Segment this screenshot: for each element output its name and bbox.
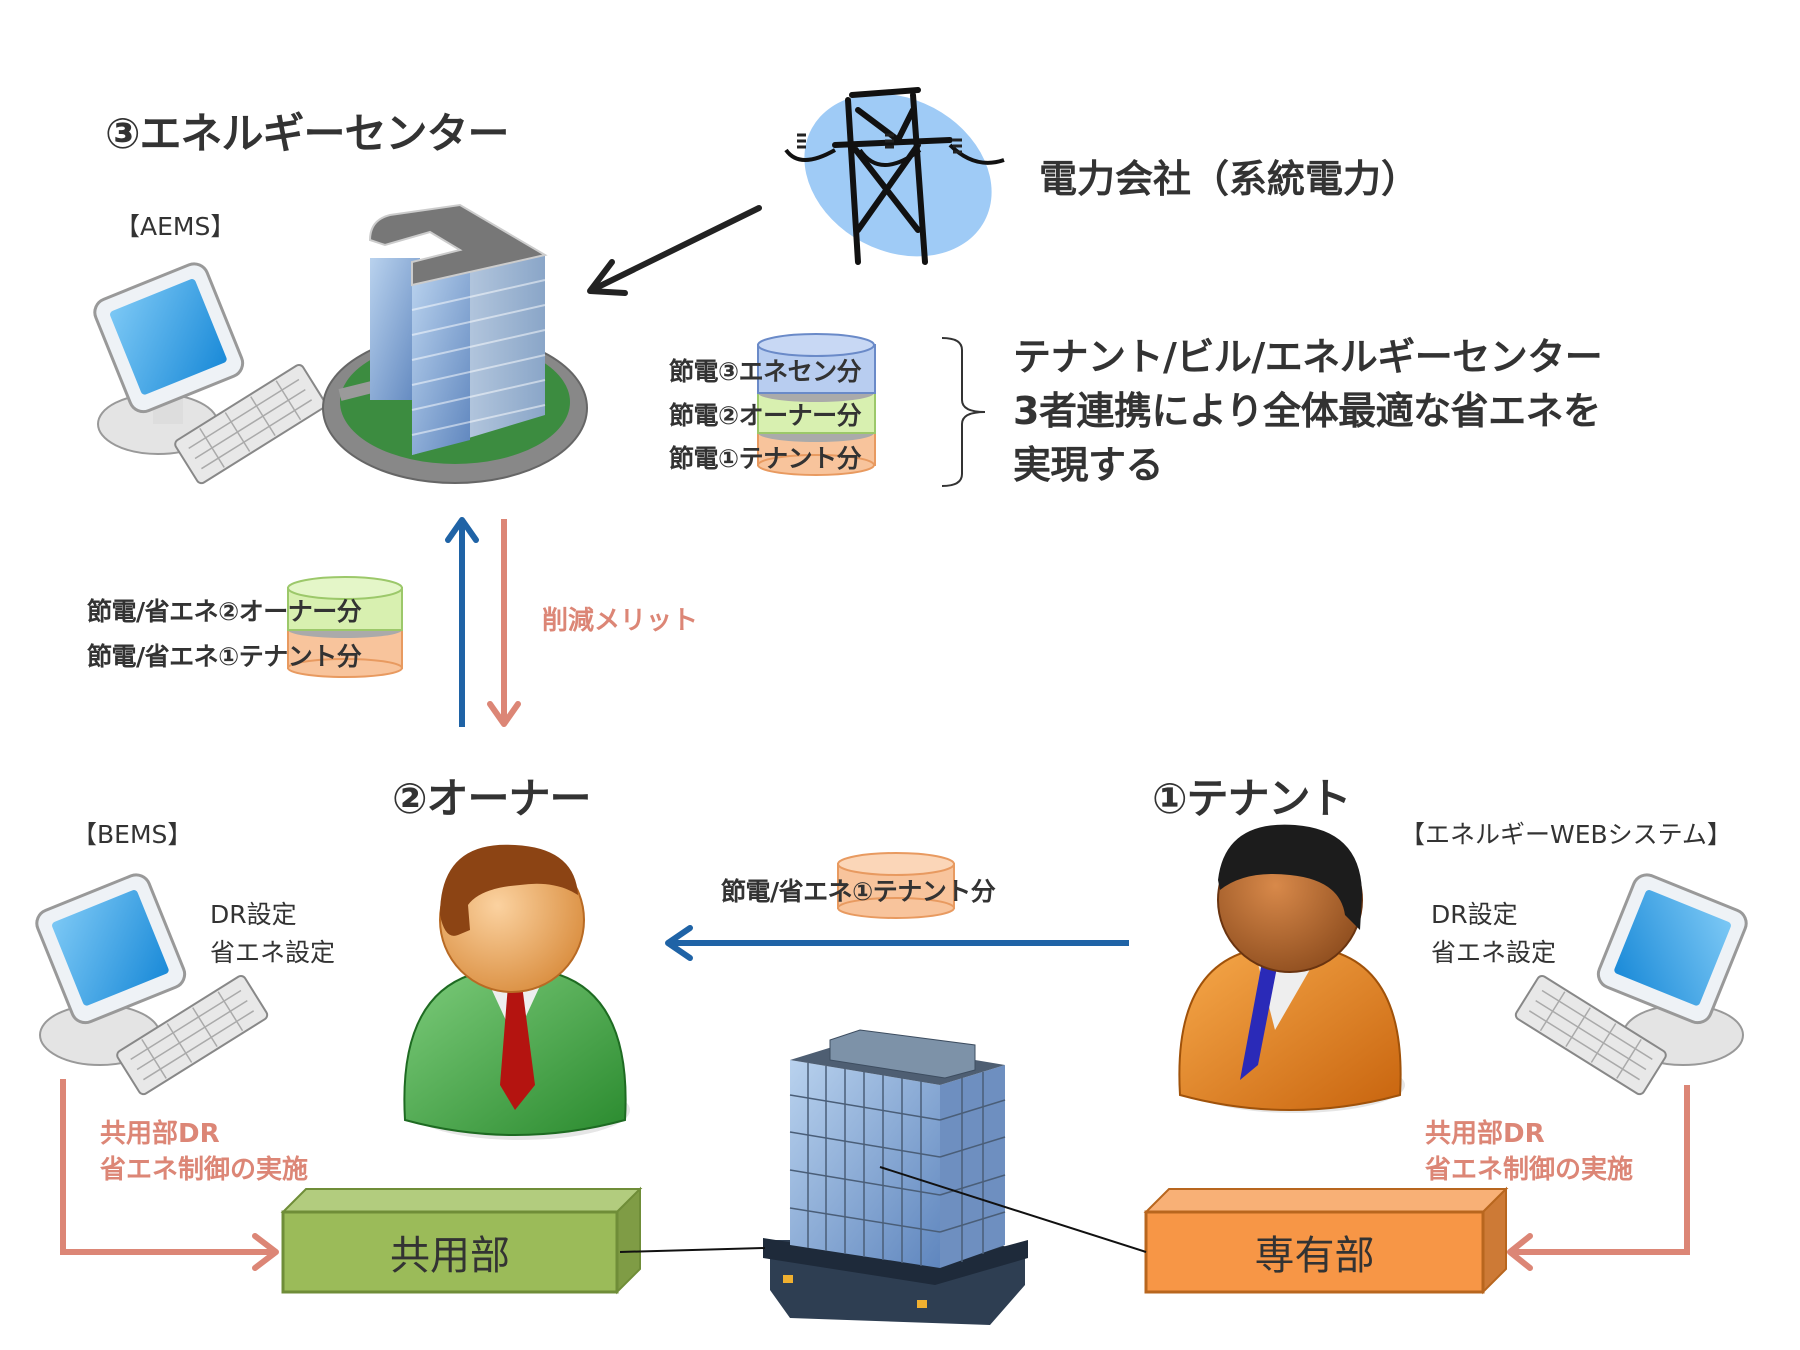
energy-center-building-icon: [322, 203, 588, 484]
summary-line: 実現する: [1013, 443, 1164, 487]
tenant-setting-dr: DR設定: [1431, 900, 1518, 929]
reduction-merit-arrow: [487, 519, 521, 727]
web-system-label: 【エネルギーWEBシステム】: [1400, 820, 1732, 849]
savings-stack-label: 節電②オーナー分: [669, 401, 862, 430]
tenant-building-icon: [763, 1029, 1028, 1325]
tenant-payload-label: 節電/省エネ①テナント分: [721, 877, 996, 906]
bems-computer-icon: [35, 873, 269, 1096]
tenant-person-icon: [1178, 824, 1405, 1113]
reduction-merit-label: 削減メリット: [542, 606, 699, 636]
savings-stack-cylinder: [757, 333, 876, 476]
private-area-label: 専有部: [1254, 1233, 1375, 1279]
common-area-box: [280, 1186, 643, 1295]
grid-supply-arrow: [587, 205, 762, 296]
summary-line: テナント/ビル/エネルギーセンター: [1013, 335, 1603, 379]
owner-payload-label: 節電/省エネ②オーナー分: [87, 597, 362, 626]
savings-stack-label: 節電③エネセン分: [669, 357, 862, 386]
energy-center-title: ③エネルギーセンター: [105, 109, 510, 158]
owner-person-icon: [403, 844, 630, 1140]
owner-to-center-arrow: [445, 517, 479, 727]
aems-label: 【AEMS】: [115, 212, 236, 241]
private-area-control-arrow: [1507, 1085, 1690, 1271]
power-company-label: 電力会社（系統電力）: [1039, 157, 1420, 201]
private-area-connector: [879, 1166, 1147, 1253]
tenant-setting-energy: 省エネ設定: [1431, 938, 1557, 967]
common-area-connector: [619, 1247, 766, 1253]
owner-control-label: 共用部DR: [100, 1119, 220, 1149]
owner-setting-energy: 省エネ設定: [210, 938, 336, 967]
savings-stack-label: 節電①テナント分: [669, 444, 862, 473]
owner-setting-dr: DR設定: [210, 900, 297, 929]
owner-control-label: 省エネ制御の実施: [100, 1155, 309, 1185]
aems-computer-icon: [93, 262, 327, 485]
owner-payload-label: 節電/省エネ①テナント分: [87, 642, 362, 671]
tenant-to-owner-arrow: [665, 925, 1129, 961]
web-system-computer-icon: [1514, 873, 1748, 1096]
tenant-title: ①テナント: [1152, 774, 1352, 823]
owner-payload-cylinder: [287, 576, 403, 678]
common-area-control-arrow: [60, 1079, 279, 1271]
tenant-control-label: 省エネ制御の実施: [1425, 1155, 1634, 1185]
bems-label: 【BEMS】: [72, 820, 193, 849]
owner-title: ②オーナー: [392, 774, 592, 823]
common-area-label: 共用部: [390, 1233, 510, 1279]
summary-brace: [941, 337, 986, 487]
power-tower-icon: [784, 87, 1005, 265]
tenant-control-label: 共用部DR: [1425, 1119, 1545, 1149]
summary-line: 3者連携により全体最適な省エネを: [1013, 389, 1601, 433]
tenant-payload-cylinder: [837, 852, 955, 919]
